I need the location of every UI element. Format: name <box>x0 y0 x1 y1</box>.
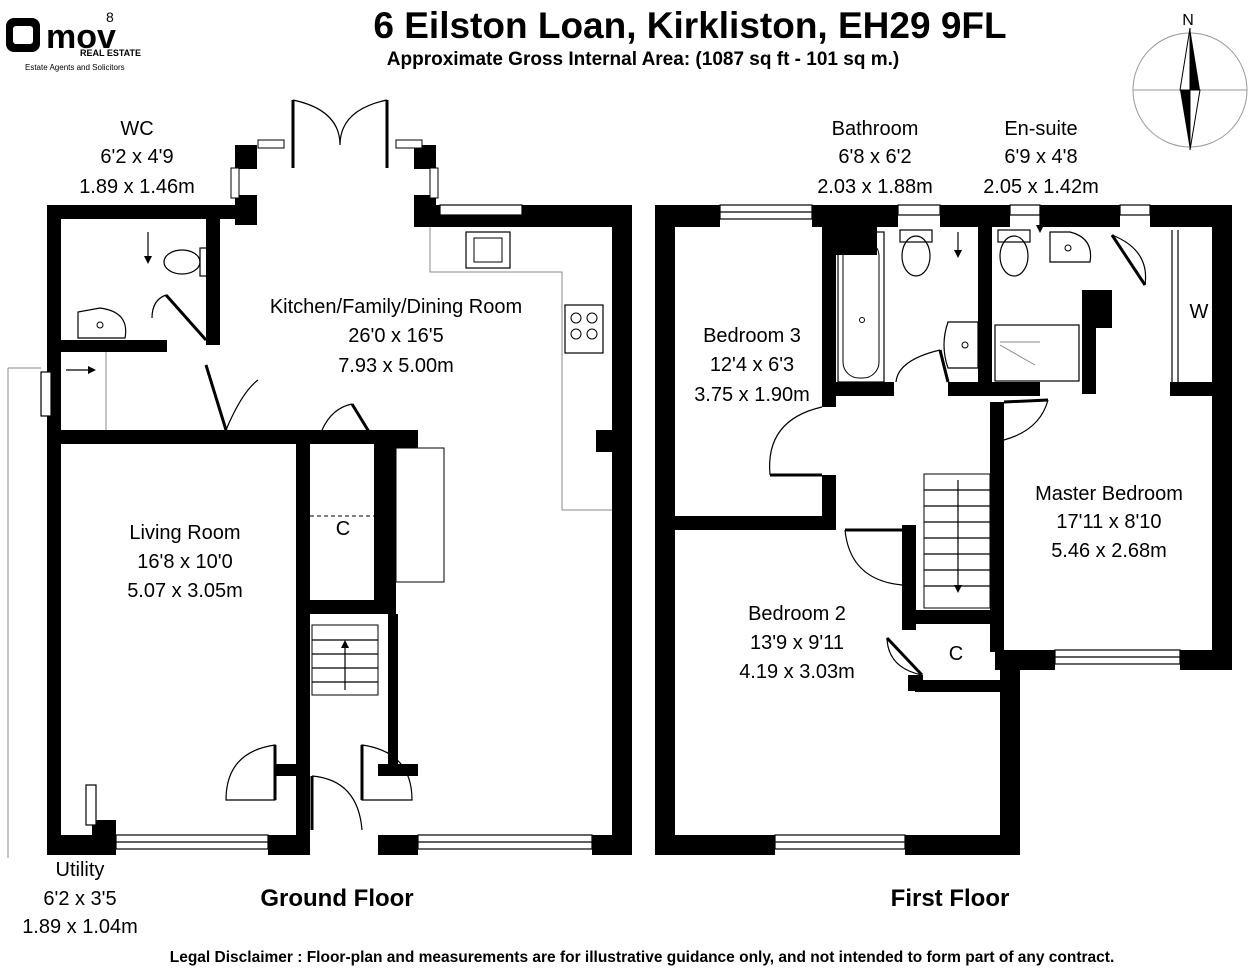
gf-stairs <box>311 624 379 696</box>
ff-stairs <box>923 473 991 609</box>
first-floor-plan <box>655 204 1232 855</box>
legal-disclaimer: Legal Disclaimer : Floor-plan and measur… <box>170 949 1115 966</box>
svg-text:5.46 x 2.68m: 5.46 x 2.68m <box>1051 540 1167 562</box>
ff-wall-east <box>1212 205 1232 670</box>
svg-text:2.03 x 1.88m: 2.03 x 1.88m <box>817 176 933 198</box>
label-wardrobe: W <box>1190 301 1209 323</box>
label-gf-cupboard: C <box>336 518 350 540</box>
gf-wall-north-west <box>47 205 257 219</box>
gf-wall-living-east <box>296 437 310 837</box>
label-ff-cupboard: C <box>949 643 963 665</box>
logo-line1: REAL ESTATE <box>80 48 141 58</box>
svg-text:6'2 x 3'5: 6'2 x 3'5 <box>43 888 116 910</box>
svg-text:Kitchen/Family/Dining Room: Kitchen/Family/Dining Room <box>270 296 522 318</box>
svg-text:Master Bedroom: Master Bedroom <box>1035 483 1183 505</box>
gf-wall-cupboard-east <box>374 440 396 600</box>
svg-text:3.75 x 1.90m: 3.75 x 1.90m <box>694 384 810 406</box>
label-utility: Utility 6'2 x 3'5 1.89 x 1.04m <box>22 859 138 938</box>
gf-wall-east <box>612 205 632 855</box>
ground-floor-title: Ground Floor <box>260 885 413 912</box>
svg-text:16'8 x 10'0: 16'8 x 10'0 <box>137 551 233 573</box>
svg-text:6'9 x 4'8: 6'9 x 4'8 <box>1004 146 1077 168</box>
label-bedroom-2: Bedroom 2 13'9 x 9'11 4.19 x 3.03m <box>739 603 855 683</box>
label-bathroom: Bathroom 6'8 x 6'2 2.03 x 1.88m <box>817 118 933 198</box>
svg-text:Living Room: Living Room <box>129 522 240 544</box>
label-en-suite: En-suite 6'9 x 4'8 2.05 x 1.42m <box>983 118 1099 198</box>
label-kitchen: Kitchen/Family/Dining Room 26'0 x 16'5 7… <box>270 296 522 377</box>
svg-text:2.05 x 1.42m: 2.05 x 1.42m <box>983 176 1099 198</box>
page-title: 6 Eilston Loan, Kirkliston, EH29 9FL <box>373 5 1006 46</box>
ground-floor-plan <box>7 99 632 858</box>
svg-text:WC: WC <box>120 118 153 140</box>
label-wc: WC 6'2 x 4'9 1.89 x 1.46m <box>79 118 195 198</box>
label-bedroom-3: Bedroom 3 12'4 x 6'3 3.75 x 1.90m <box>694 325 810 406</box>
gf-wall-west <box>47 205 61 853</box>
logo-brand: mov <box>46 18 116 56</box>
brand-logo: mov 8 REAL ESTATE Estate Agents and Soli… <box>6 9 141 72</box>
svg-text:7.93 x 5.00m: 7.93 x 5.00m <box>338 355 454 377</box>
compass-icon: N <box>1132 12 1248 151</box>
label-living-room: Living Room 16'8 x 10'0 5.07 x 3.05m <box>127 522 243 602</box>
svg-text:En-suite: En-suite <box>1004 118 1077 140</box>
svg-text:12'4 x 6'3: 12'4 x 6'3 <box>710 354 794 376</box>
svg-text:Bedroom 2: Bedroom 2 <box>748 603 846 625</box>
logo-superscript: 8 <box>106 9 114 25</box>
svg-text:1.89 x 1.46m: 1.89 x 1.46m <box>79 176 195 198</box>
svg-text:Bedroom 3: Bedroom 3 <box>703 325 801 347</box>
svg-text:6'2 x 4'9: 6'2 x 4'9 <box>100 146 173 168</box>
page-subtitle: Approximate Gross Internal Area: (1087 s… <box>387 49 899 70</box>
svg-text:4.19 x 3.03m: 4.19 x 3.03m <box>739 661 855 683</box>
gf-wall-wc-east <box>206 205 220 345</box>
first-floor-title: First Floor <box>891 885 1010 912</box>
svg-text:Utility: Utility <box>56 859 105 881</box>
gf-wall-living-north <box>47 430 387 444</box>
svg-text:17'11 x 8'10: 17'11 x 8'10 <box>1056 511 1161 533</box>
svg-text:13'9 x 9'11: 13'9 x 9'11 <box>750 632 844 654</box>
svg-text:Bathroom: Bathroom <box>832 118 919 140</box>
ff-wall-bed3-east <box>822 227 836 407</box>
ff-wall-bed3-south <box>655 516 829 530</box>
label-master-bedroom: Master Bedroom 17'11 x 8'10 5.46 x 2.68m <box>1035 483 1183 562</box>
svg-text:1.89 x 1.04m: 1.89 x 1.04m <box>22 916 138 938</box>
svg-text:5.07 x 3.05m: 5.07 x 3.05m <box>127 580 243 602</box>
logo-mark-inner <box>13 26 33 44</box>
compass-north-label: N <box>1182 12 1194 29</box>
svg-text:26'0 x 16'5: 26'0 x 16'5 <box>348 325 444 347</box>
logo-line2: Estate Agents and Solicitors <box>25 63 125 72</box>
svg-text:6'8 x 6'2: 6'8 x 6'2 <box>838 146 911 168</box>
